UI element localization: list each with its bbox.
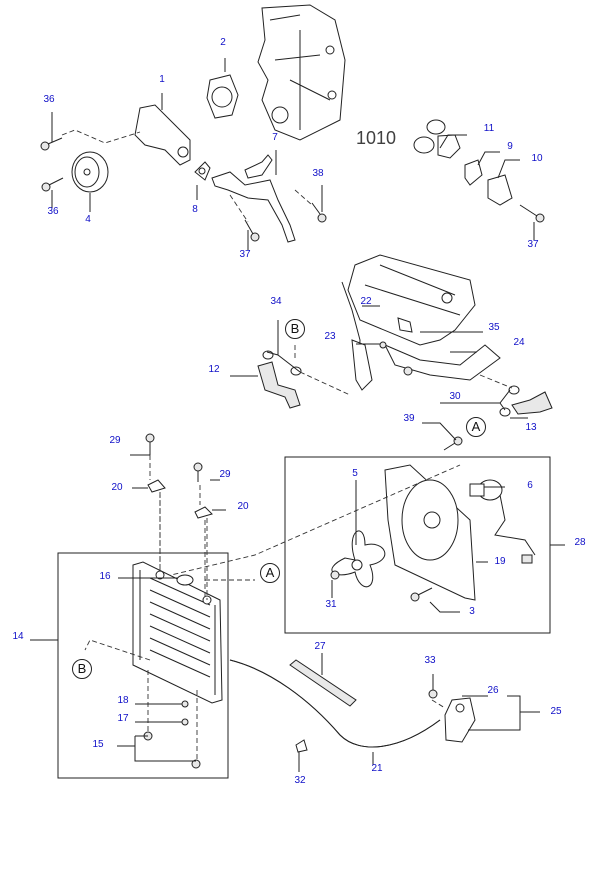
callout-26: 26: [487, 685, 499, 696]
callout-29-left: 29: [109, 435, 121, 446]
callout-33: 33: [424, 655, 436, 666]
callout-30: 30: [449, 391, 461, 402]
leader-lines: [30, 58, 565, 772]
callout-29-right: 29: [219, 469, 231, 480]
dashed-guide-33: [431, 699, 446, 709]
callout-3: 3: [469, 606, 475, 617]
part-2-gasket: [206, 74, 239, 119]
callout-2: 2: [220, 37, 226, 48]
part-32-clip: [295, 739, 308, 753]
part-20-29-brackets: [145, 433, 213, 600]
radiator-fasteners: [143, 700, 201, 769]
callout-39: 39: [403, 413, 415, 424]
callout-10: 10: [531, 153, 543, 164]
part-13-hose: [479, 374, 553, 417]
thermostat-group: [413, 119, 545, 223]
callout-15: 15: [92, 739, 104, 750]
part-37-38-bolts: [229, 189, 327, 242]
part-1-water-pump: [134, 104, 191, 166]
part-19-shroud: [384, 464, 476, 601]
part-7-pipe: [211, 154, 296, 243]
callout-32: 32: [294, 775, 306, 786]
part-5-fan-blade: [331, 530, 386, 588]
callout-17: 17: [117, 713, 129, 724]
callout-36-bottom: 36: [47, 206, 59, 217]
callout-18: 18: [117, 695, 129, 706]
connector-marker-b-hose: B: [285, 319, 305, 339]
callout-13: 13: [525, 422, 537, 433]
callout-28: 28: [574, 537, 586, 548]
part-36-bolts: [40, 129, 141, 192]
callout-24: 24: [513, 337, 525, 348]
callout-23: 23: [324, 331, 336, 342]
callout-20-right: 20: [237, 501, 249, 512]
dashed-guide: [149, 464, 461, 581]
part-3-bolt: [410, 587, 433, 602]
callout-36-top: 36: [43, 94, 55, 105]
callout-35: 35: [488, 322, 500, 333]
part-6-motor: [469, 479, 536, 564]
hoses-22-23-24: [341, 281, 413, 391]
callout-7: 7: [272, 132, 278, 143]
callout-4: 4: [85, 214, 91, 225]
callout-38: 38: [312, 168, 324, 179]
part-33-nut: [428, 689, 438, 699]
callout-37-right: 37: [527, 239, 539, 250]
part-radiator-core: [132, 495, 223, 765]
callout-27: 27: [314, 641, 326, 652]
callout-16: 16: [99, 571, 111, 582]
reference-label-1010: 1010: [355, 128, 397, 148]
part-25-reservoir: [444, 697, 476, 743]
part-31-nut: [330, 570, 340, 580]
callout-14: 14: [12, 631, 24, 642]
callout-37-left: 37: [239, 249, 251, 260]
callout-9: 9: [507, 141, 513, 152]
part-21-hose: [229, 659, 441, 748]
part-27-sleeve: [289, 659, 357, 707]
engine-head: [347, 254, 501, 381]
part-39-bolt: [422, 422, 463, 451]
callout-11: 11: [483, 123, 495, 134]
callout-12: 12: [208, 364, 220, 375]
callout-6: 6: [527, 480, 533, 491]
callout-21: 21: [371, 763, 383, 774]
callout-5: 5: [352, 468, 358, 479]
callout-20-left: 20: [111, 482, 123, 493]
connector-marker-a-engine: A: [466, 417, 486, 437]
part-4-pulley: [71, 151, 109, 193]
callout-31: 31: [325, 599, 337, 610]
engine-block: [257, 4, 346, 141]
callout-19: 19: [494, 556, 506, 567]
radiator-box: [57, 552, 229, 779]
part-8-gasket: [194, 161, 211, 181]
callout-25: 25: [550, 706, 562, 717]
callout-8: 8: [192, 204, 198, 215]
callout-34: 34: [270, 296, 282, 307]
callout-1: 1: [159, 74, 165, 85]
callout-22: 22: [360, 296, 372, 307]
connector-marker-b-radiator: B: [72, 659, 92, 679]
part-12-hose: [257, 345, 351, 409]
connector-marker-a-radiator: A: [260, 563, 280, 583]
